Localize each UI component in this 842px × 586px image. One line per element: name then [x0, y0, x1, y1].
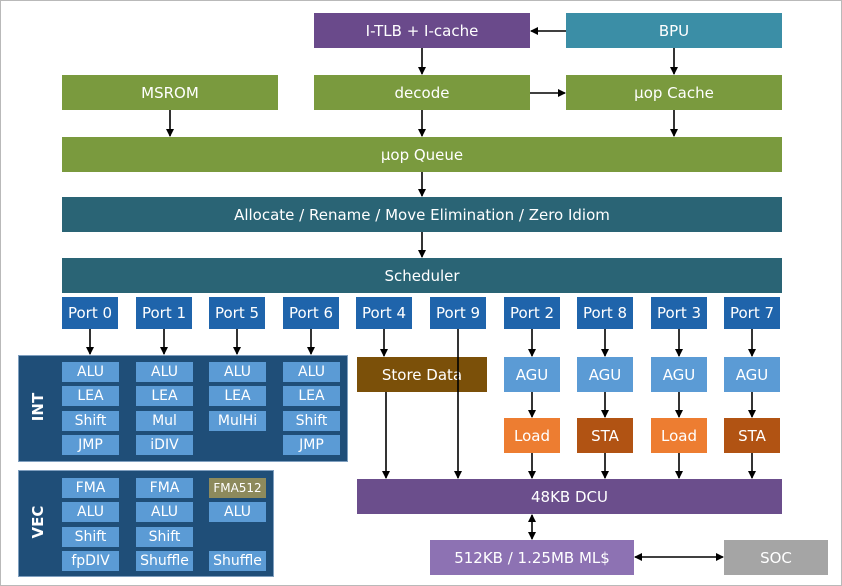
- vec-p1-unit: FMA: [136, 478, 193, 498]
- agu-port-7: AGU: [724, 357, 780, 392]
- decode-block: decode: [314, 75, 530, 110]
- agu-port-3: AGU: [651, 357, 707, 392]
- int-p5-unit: LEA: [209, 386, 266, 406]
- int-p0-unit: ALU: [62, 362, 119, 382]
- int-p5-unit: MulHi: [209, 411, 266, 431]
- uop-cache-block: μop Cache: [566, 75, 782, 110]
- agu-port-8: AGU: [577, 357, 633, 392]
- vec-p5-unit: ALU: [209, 502, 266, 522]
- int-p5-unit: ALU: [209, 362, 266, 382]
- int-p6-unit: ALU: [283, 362, 340, 382]
- vec-p0-unit: FMA: [62, 478, 119, 498]
- int-p0-unit: LEA: [62, 386, 119, 406]
- bpu-block: BPU: [566, 13, 782, 48]
- vec-p5-unit-fma512: FMA512: [209, 478, 266, 498]
- vec-p5-unit: Shuffle: [209, 551, 266, 571]
- int-p0-unit: Shift: [62, 411, 119, 431]
- allocate-rename-block: Allocate / Rename / Move Elimination / Z…: [62, 197, 782, 232]
- int-p1-unit: LEA: [136, 386, 193, 406]
- port-2: Port 2: [504, 297, 560, 329]
- port-7: Port 7: [724, 297, 780, 329]
- soc-block: SOC: [724, 540, 828, 575]
- port-3: Port 3: [651, 297, 707, 329]
- vec-p0-unit: ALU: [62, 502, 119, 522]
- load-unit-port-3: Load: [651, 418, 707, 453]
- itlb-icache-block: I-TLB + I-cache: [314, 13, 530, 48]
- port-9: Port 9: [430, 297, 486, 329]
- port-6: Port 6: [283, 297, 339, 329]
- store-data-block: Store Data: [357, 357, 487, 392]
- port-8: Port 8: [577, 297, 633, 329]
- scheduler-block: Scheduler: [62, 258, 782, 293]
- int-p6-unit: Shift: [283, 411, 340, 431]
- vec-p0-unit: Shift: [62, 527, 119, 547]
- msrom-block: MSROM: [62, 75, 278, 110]
- vec-label: VEC: [29, 505, 47, 539]
- port-0: Port 0: [62, 297, 118, 329]
- int-p1-unit: ALU: [136, 362, 193, 382]
- int-p1-unit: Mul: [136, 411, 193, 431]
- dcu-block: 48KB DCU: [357, 479, 782, 514]
- sta-unit-port-7: STA: [724, 418, 780, 453]
- int-p1-unit: iDIV: [136, 435, 193, 455]
- int-p6-unit: JMP: [283, 435, 340, 455]
- int-label: INT: [29, 392, 47, 422]
- port-4: Port 4: [356, 297, 412, 329]
- mlc-block: 512KB / 1.25MB ML$: [430, 540, 634, 575]
- load-unit-port-2: Load: [504, 418, 560, 453]
- sta-unit-port-8: STA: [577, 418, 633, 453]
- port-1: Port 1: [136, 297, 192, 329]
- vec-p1-unit: Shift: [136, 527, 193, 547]
- uop-queue-block: μop Queue: [62, 137, 782, 172]
- agu-port-2: AGU: [504, 357, 560, 392]
- int-p6-unit: LEA: [283, 386, 340, 406]
- port-5: Port 5: [209, 297, 265, 329]
- vec-p0-unit: fpDIV: [62, 551, 119, 571]
- vec-p1-unit: ALU: [136, 502, 193, 522]
- int-p0-unit: JMP: [62, 435, 119, 455]
- vec-p1-unit: Shuffle: [136, 551, 193, 571]
